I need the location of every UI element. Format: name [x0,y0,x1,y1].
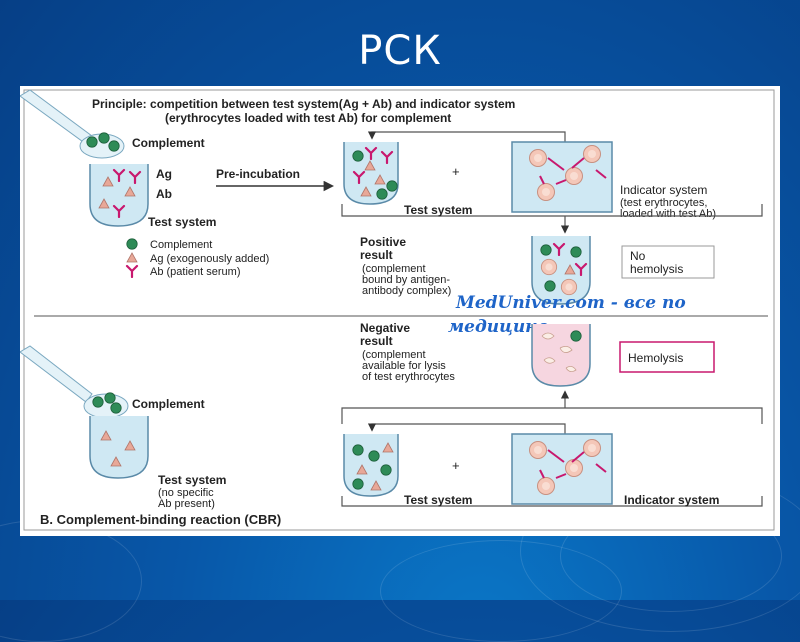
principle-line-1: Principle: competition between test syst… [92,97,515,111]
top-test-tube [90,164,148,226]
top-test-system-label-2: Test system [404,203,472,217]
legend-ag: Ag (exogenously added) [150,253,269,265]
bottom-test-system-label: Test system [404,493,472,507]
negative-title-1: Negative [360,321,410,335]
principle-line-2: (erythrocytes loaded with test Ab) for c… [165,111,451,125]
top-complement-label: Complement [132,136,205,150]
bottom-indicator-label: Indicator system [624,493,719,507]
positive-title-2: result [360,248,393,262]
negative-desc-3: of test erythrocytes [362,371,455,383]
top-test-system-label: Test system [148,215,216,229]
no-hemolysis-line-1: No [630,249,646,263]
slide-title: РСК [0,28,800,74]
legend-complement: Complement [150,239,212,251]
legend: Complement Ag (exogenously added) Ab (pa… [127,239,269,278]
positive-desc-3: antibody complex) [362,285,451,297]
top-indicator-container [512,142,612,212]
bottom-complement-label: Complement [132,397,205,411]
no-hemolysis-box: No hemolysis [622,246,714,278]
bottom-test-tube [90,416,148,478]
negative-tube [532,324,590,386]
indicator-label-3: loaded with test Ab) [620,208,716,220]
bottom-test-system-1: Test system [158,473,226,487]
ab-label: Ab [156,187,172,201]
bottom-bracket [342,408,762,424]
diagram-caption: B. Complement-binding reaction (CBR) [40,512,281,527]
top-return-arrow [372,132,565,142]
bottom-test-system-3: Ab present) [158,498,215,510]
legend-ab: Ab (patient serum) [150,266,240,278]
top-plus: + [452,164,460,179]
watermark-line-1: MedUniver.com - все по [455,293,686,313]
diagram-panel: Principle: competition between test syst… [20,86,780,536]
indicator-label-1: Indicator system [620,183,707,197]
bottom-indicator-container [512,434,612,504]
cbr-diagram: Principle: competition between test syst… [20,86,780,536]
negative-title-2: result [360,334,393,348]
no-hemolysis-line-2: hemolysis [630,262,683,276]
positive-title-1: Positive [360,235,406,249]
hemolysis-box: Hemolysis [620,342,714,372]
hemolysis-label: Hemolysis [628,351,683,365]
ag-label: Ag [156,167,172,181]
pre-incubation-label: Pre-incubation [216,167,300,181]
bottom-test-tube-2 [344,434,398,496]
bottom-pipette [20,346,128,418]
bottom-plus: + [452,458,460,473]
bottom-return-arrow [372,424,565,434]
top-test-tube-2 [344,142,398,204]
